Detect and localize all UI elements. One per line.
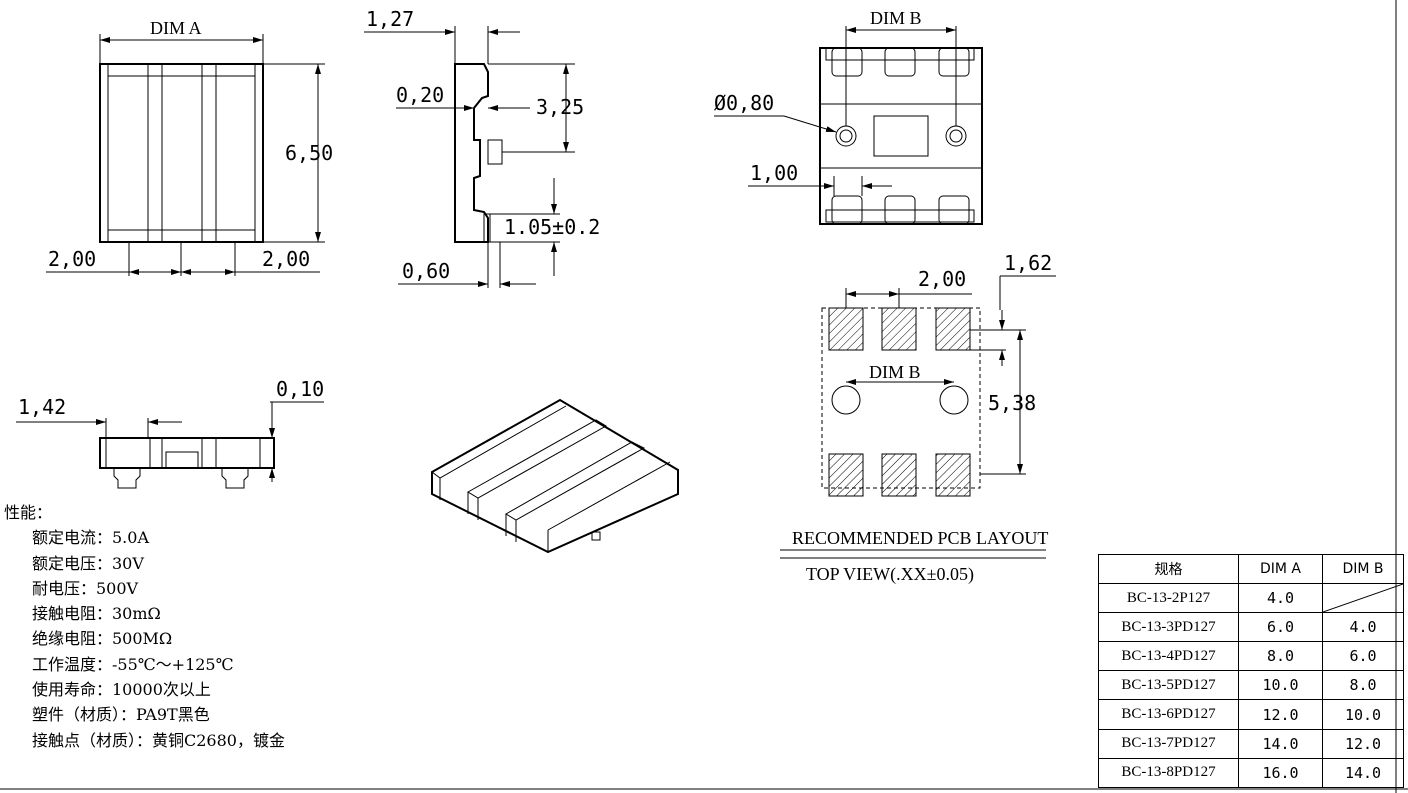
cell-dim-b: 14.0 xyxy=(1322,757,1404,788)
dim-200-pcb: 2,00 xyxy=(918,267,966,291)
table-row: BC-13-4PD127 8.0 6.0 xyxy=(1098,641,1404,672)
dim-phi080: Ø0,80 xyxy=(714,91,774,115)
pcb-layout: 2,00 1,62 DIM B 5,38 RECOMMENDED PCB LAY… xyxy=(780,251,1056,585)
header-model: 规格 xyxy=(1098,553,1239,585)
pcb-title: RECOMMENDED PCB LAYOUT xyxy=(792,528,1048,548)
dim-a-label: DIM A xyxy=(150,18,202,38)
cell-dim-b: 10.0 xyxy=(1322,699,1404,730)
pcb-pads xyxy=(828,307,971,497)
cell-dim-a: 4.0 xyxy=(1238,583,1323,614)
dim-105: 1.05±0.2 xyxy=(504,215,600,239)
spec-contact-resistance: 接触电阻：30mΩ xyxy=(32,604,161,624)
table-row: BC-13-2P127 4.0 xyxy=(1098,583,1404,614)
cell-dim-b: 6.0 xyxy=(1322,641,1404,672)
dim-100: 1,00 xyxy=(750,161,798,185)
spec-rated-voltage: 额定电压：30V xyxy=(32,553,144,573)
spec-withstand-voltage: 耐电压：500V xyxy=(32,578,139,598)
dim-127: 1,27 xyxy=(366,7,414,31)
front-view: DIM A 6,50 2,00 2,00 xyxy=(46,18,333,276)
spec-rated-current: 额定电流：5.0A xyxy=(32,528,150,548)
diagonal-slash xyxy=(1323,584,1403,613)
dim-325: 3,25 xyxy=(536,95,584,119)
dim-010: 0,10 xyxy=(276,377,324,401)
table-row: BC-13-5PD127 10.0 8.0 xyxy=(1098,670,1404,701)
spec-service-life: 使用寿命：10000次以上 xyxy=(32,680,211,700)
dim-142: 1,42 xyxy=(18,395,66,419)
dim-162: 1,62 xyxy=(1004,251,1052,275)
cell-dim-a: 12.0 xyxy=(1238,699,1323,730)
cell-dim-b: 8.0 xyxy=(1322,670,1404,701)
specs-heading: 性能： xyxy=(4,503,53,522)
isometric-view xyxy=(431,398,679,554)
dim-b-pcb-label: DIM B xyxy=(869,362,921,382)
cell-dim-a: 8.0 xyxy=(1238,641,1323,672)
spec-contact-material: 接触点（材质）：黄铜C2680，镀金 xyxy=(32,730,285,750)
table-row: BC-13-3PD127 6.0 4.0 xyxy=(1098,612,1404,643)
table-row: BC-13-6PD127 12.0 10.0 xyxy=(1098,699,1404,730)
cell-dim-a: 6.0 xyxy=(1238,612,1323,643)
cell-model: BC-13-4PD127 xyxy=(1098,641,1239,672)
cell-dim-b: 12.0 xyxy=(1322,728,1404,759)
dim-060: 0,60 xyxy=(402,259,450,283)
table-row: BC-13-7PD127 14.0 12.0 xyxy=(1098,728,1404,759)
cell-model: BC-13-6PD127 xyxy=(1098,699,1239,730)
dim-020: 0,20 xyxy=(396,83,444,107)
header-dim-b: DIM B xyxy=(1322,553,1404,585)
cell-model: BC-13-8PD127 xyxy=(1098,757,1239,788)
pcb-subtitle: TOP VIEW(.XX±0.05) xyxy=(806,564,974,585)
cell-dim-b: 4.0 xyxy=(1322,612,1404,643)
end-view: 1,42 0,10 xyxy=(16,377,324,489)
cell-dim-a: 10.0 xyxy=(1238,670,1323,701)
table-header-row: 规格 DIM A DIM B xyxy=(1098,553,1404,585)
cell-dim-a: 16.0 xyxy=(1238,757,1323,788)
cell-model: BC-13-2P127 xyxy=(1098,583,1239,614)
model-table: 规格 DIM A DIM B BC-13-2P127 4.0 BC-13-3PD… xyxy=(1098,553,1404,788)
dim-b-top-label: DIM B xyxy=(870,8,922,28)
cell-model: BC-13-3PD127 xyxy=(1098,612,1239,643)
dim-200-right: 2,00 xyxy=(262,247,310,271)
dim-200-left: 2,00 xyxy=(48,247,96,271)
spec-insulation-resistance: 绝缘电阻：500MΩ xyxy=(32,629,173,649)
side-view: 1,27 0,20 3,25 1.05±0.2 0,60 xyxy=(364,7,600,288)
cell-dim-b-empty xyxy=(1322,583,1404,614)
dim-650: 6,50 xyxy=(285,141,333,165)
header-dim-a: DIM A xyxy=(1238,553,1323,585)
specifications: 性能： 额定电流：5.0A 额定电压：30V 耐电压：500V 接触电阻：30m… xyxy=(4,500,285,753)
bottom-view: DIM B Ø0,80 1,00 xyxy=(714,8,983,225)
cell-dim-a: 14.0 xyxy=(1238,728,1323,759)
cell-model: BC-13-7PD127 xyxy=(1098,728,1239,759)
spec-plastic-material: 塑件（材质）：PA9T黑色 xyxy=(32,705,210,725)
table-row: BC-13-8PD127 16.0 14.0 xyxy=(1098,757,1404,788)
dim-538: 5,38 xyxy=(988,391,1036,415)
spec-operating-temperature: 工作温度：-55℃～+125℃ xyxy=(32,654,234,674)
cell-model: BC-13-5PD127 xyxy=(1098,670,1239,701)
